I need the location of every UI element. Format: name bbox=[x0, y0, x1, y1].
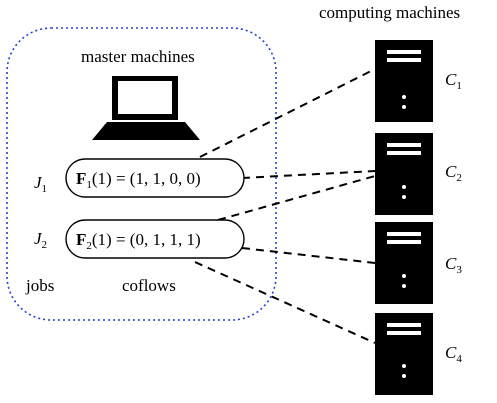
server-c1: C1 bbox=[375, 40, 462, 122]
coflows-label: coflows bbox=[122, 276, 176, 295]
machine-c1-label: C1 bbox=[445, 70, 462, 92]
server-c4: C4 bbox=[375, 313, 462, 395]
server-icon bbox=[375, 133, 433, 215]
link-f1-c2 bbox=[241, 170, 376, 179]
coflow-1-formula: F1(1) = (1, 1, 0, 0) bbox=[76, 169, 201, 191]
machine-c2-label: C2 bbox=[445, 162, 462, 184]
server-icon bbox=[375, 222, 433, 304]
job-2-label: J2 bbox=[34, 229, 47, 251]
link-f1-c1 bbox=[199, 68, 376, 158]
server-icon bbox=[375, 40, 433, 122]
laptop-icon bbox=[92, 76, 200, 140]
server-icon bbox=[375, 313, 433, 395]
link-f2-c4 bbox=[194, 261, 376, 344]
machine-c4-label: C4 bbox=[445, 343, 462, 365]
coflow-1-pill bbox=[65, 158, 245, 198]
coflow-2-formula: F2(1) = (0, 1, 1, 1) bbox=[76, 230, 201, 252]
master-group-boundary bbox=[6, 27, 277, 321]
job-1-label: J1 bbox=[34, 173, 47, 195]
computing-machines-title: computing machines bbox=[319, 3, 460, 22]
connections bbox=[194, 68, 376, 344]
server-c2: C2 bbox=[375, 133, 462, 215]
master-machines-label: master machines bbox=[81, 47, 195, 66]
jobs-label: jobs bbox=[25, 276, 54, 295]
server-c3: C3 bbox=[375, 222, 462, 304]
coflow-2-pill bbox=[65, 219, 245, 259]
machine-c3-label: C3 bbox=[445, 254, 462, 276]
link-f2-c3 bbox=[241, 247, 376, 264]
